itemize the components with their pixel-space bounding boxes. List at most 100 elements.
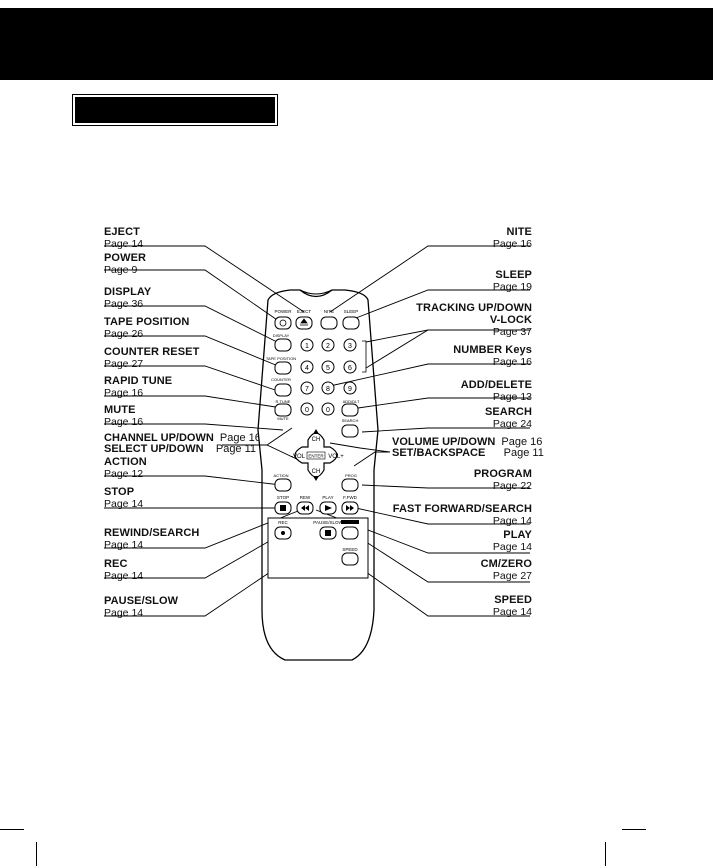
- power-icon: [279, 319, 287, 327]
- number-key-0b: [321, 402, 335, 416]
- number-key-9: [343, 381, 357, 395]
- crop-mark-bl-v: [36, 842, 37, 866]
- label-speed-page: Page 14: [492, 606, 532, 618]
- label-cm-zero-page: Page 27: [492, 570, 532, 582]
- svg-text:PROG: PROG: [345, 473, 357, 478]
- label-mute-page: Page 16: [104, 416, 144, 428]
- label-display: DISPLAY Page 36: [104, 286, 151, 310]
- label-set-name: SET/BACKSPACE: [392, 447, 486, 459]
- label-tracking-name: TRACKING UP/DOWN: [416, 302, 532, 314]
- label-vlock-name: V-LOCK: [489, 314, 532, 326]
- svg-text:1: 1: [305, 343, 309, 350]
- label-mute: MUTE Page 16: [104, 404, 143, 428]
- power-button: [274, 316, 292, 330]
- crop-mark-br-v: [605, 842, 606, 866]
- header-banner: [0, 8, 713, 80]
- label-eject: EJECT Page 14: [104, 226, 143, 250]
- leader-lines-right: [315, 245, 530, 617]
- label-eject-name: EJECT: [104, 226, 140, 238]
- svg-text:5: 5: [326, 365, 330, 372]
- enter-button: [306, 451, 326, 460]
- label-volume-page: Page 16: [501, 436, 543, 448]
- svg-text:6: 6: [348, 365, 352, 372]
- label-stop-page: Page 14: [104, 498, 144, 510]
- label-rewind-name: REWIND/SEARCH: [104, 527, 200, 539]
- svg-text:8: 8: [326, 386, 330, 393]
- number-key-4: [300, 360, 314, 374]
- eject-button-label: EJECT: [297, 309, 312, 314]
- label-channel-page: Page 16: [219, 432, 261, 444]
- speed-button: [341, 552, 359, 566]
- tape-position-button: [274, 361, 292, 375]
- svg-text:TAPE POSITION: TAPE POSITION: [266, 356, 296, 361]
- label-ff-name: FAST FORWARD/SEARCH: [392, 503, 532, 515]
- svg-text:REW: REW: [300, 495, 311, 500]
- fast-forward-icon: [346, 505, 354, 511]
- dpad: CH CH -VOL VOL+ ENTER: [274, 429, 359, 492]
- label-counter-reset-name: COUNTER RESET: [104, 346, 200, 358]
- play-icon: [325, 505, 332, 511]
- svg-text:PAUSE/SLOW: PAUSE/SLOW: [313, 520, 343, 525]
- svg-text:SEARCH: SEARCH: [342, 418, 359, 423]
- label-display-name: DISPLAY: [104, 286, 152, 298]
- sleep-button: [342, 316, 360, 330]
- nite-button-label: NITE: [324, 309, 334, 314]
- label-channel-name: CHANNEL UP/DOWN: [104, 432, 214, 444]
- label-action-name: ACTION: [104, 456, 147, 468]
- label-add-delete-page: Page 13: [492, 391, 532, 403]
- label-number-keys: NUMBER Keys Page 16: [453, 344, 532, 368]
- remote-side-labels: DISPLAY TAPE POSITION COUNTER R.TUNE MUT…: [266, 333, 360, 478]
- svg-text:F.FWD: F.FWD: [343, 495, 357, 500]
- cm-zero-button: [341, 526, 359, 540]
- label-action: ACTION Page 12: [104, 456, 147, 480]
- label-stop-name: STOP: [104, 486, 135, 498]
- label-select-name: SELECT UP/DOWN: [104, 443, 204, 455]
- label-select-up-down: SELECT UP/DOWN Page 11: [104, 443, 256, 455]
- svg-text:R.TUNE: R.TUNE: [276, 399, 291, 404]
- search-button: [341, 424, 359, 438]
- label-speed-name: SPEED: [494, 594, 532, 606]
- label-tracking-page: Page 37: [492, 326, 532, 338]
- label-program-page: Page 22: [492, 480, 532, 492]
- label-program: PROGRAM Page 22: [474, 468, 532, 492]
- stop-icon: [280, 505, 286, 511]
- label-display-page: Page 36: [104, 298, 144, 310]
- svg-text:PLAY: PLAY: [322, 495, 333, 500]
- top-row-buttons: POWER EJECT NITE SLEEP: [274, 309, 360, 330]
- label-nite-page: Page 16: [492, 238, 532, 250]
- label-action-page: Page 12: [104, 468, 144, 480]
- svg-text:STOP: STOP: [277, 495, 289, 500]
- label-rapid-tune-name: RAPID TUNE: [104, 375, 173, 387]
- svg-text:7: 7: [305, 386, 309, 393]
- label-counter-reset-page: Page 27: [104, 358, 144, 370]
- enter-label: ENTER: [308, 454, 324, 459]
- label-speed: SPEED Page 14: [493, 594, 532, 618]
- svg-text:REC: REC: [278, 520, 288, 525]
- transport-buttons: STOP REW PLAY F.FWD: [274, 495, 359, 515]
- label-rec: REC Page 14: [104, 558, 143, 582]
- label-play-page: Page 14: [492, 541, 532, 553]
- number-key-8: [321, 381, 335, 395]
- counter-reset-button: [274, 383, 292, 397]
- number-key-2: [321, 338, 335, 352]
- svg-text:ADD/DLT: ADD/DLT: [343, 399, 360, 404]
- pause-icon: [325, 530, 331, 536]
- vol-right-label: VOL+: [328, 454, 344, 460]
- label-eject-page: Page 14: [104, 238, 144, 250]
- program-button: [341, 478, 359, 492]
- number-key-0a: [300, 402, 314, 416]
- label-volume-up-down: VOLUME UP/DOWN Page 16: [392, 436, 542, 448]
- svg-text:4: 4: [305, 365, 309, 372]
- ch-up-icon: [313, 429, 319, 434]
- label-counter-reset: COUNTER RESET Page 27: [104, 346, 199, 370]
- sleep-button-label: SLEEP: [344, 309, 359, 314]
- eject-icon: [300, 318, 308, 326]
- nite-button: [320, 316, 338, 330]
- label-stop: STOP Page 14: [104, 486, 143, 510]
- svg-text:ACTION: ACTION: [273, 473, 288, 478]
- number-key-3: [343, 338, 357, 352]
- label-search-name: SEARCH: [484, 406, 532, 418]
- rewind-icon: [301, 505, 309, 511]
- crop-mark-bl-h: [0, 829, 24, 830]
- label-mute-name: MUTE: [104, 404, 136, 416]
